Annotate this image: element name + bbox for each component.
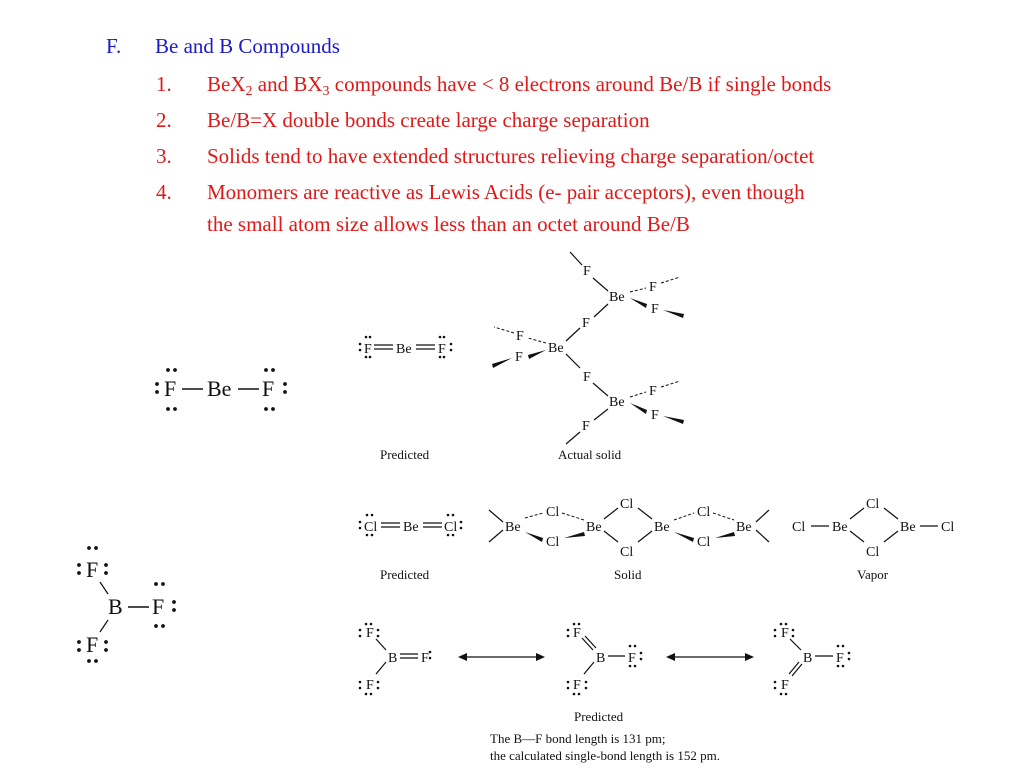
svg-text:Cl: Cl	[364, 520, 377, 535]
svg-text:Cl: Cl	[866, 497, 879, 512]
svg-text:Be: Be	[548, 341, 564, 356]
svg-text:F: F	[582, 316, 590, 331]
svg-text:Be: Be	[505, 520, 521, 535]
svg-text:F: F	[366, 626, 374, 641]
svg-text:F: F	[86, 557, 98, 582]
svg-text:Be: Be	[403, 520, 419, 535]
item-number: 1.	[156, 72, 172, 96]
svg-text:F: F	[421, 651, 429, 666]
svg-text:Cl: Cl	[620, 545, 633, 560]
svg-text:B: B	[388, 651, 397, 666]
svg-text:Be: Be	[207, 376, 231, 401]
svg-text:Be: Be	[609, 290, 625, 305]
caption-becl2-vapor: Vapor	[857, 567, 889, 582]
svg-text:B: B	[596, 651, 605, 666]
svg-text:Cl: Cl	[792, 520, 805, 535]
svg-text:F: F	[628, 651, 636, 666]
svg-text:Cl: Cl	[697, 535, 710, 550]
svg-text:F: F	[583, 264, 591, 279]
resonance-arrow-1	[458, 653, 545, 661]
item-text: BeX2 and BX3 compounds have < 8 electron…	[207, 72, 832, 99]
item-text: Be/B=X double bonds create large charge …	[207, 108, 650, 132]
bf3-resonance-1: F B F F	[358, 622, 432, 696]
caption-bef2-predicted: Predicted	[380, 447, 430, 462]
svg-text:Cl: Cl	[697, 505, 710, 520]
svg-text:F: F	[781, 626, 789, 641]
item-number: 3.	[156, 144, 172, 168]
bf3-bond-note-line1: The B—F bond length is 131 pm;	[490, 731, 666, 746]
svg-text:Be: Be	[900, 520, 916, 535]
svg-text:F: F	[152, 594, 164, 619]
svg-text:F: F	[573, 678, 581, 693]
svg-text:F: F	[649, 384, 657, 399]
svg-text:Cl: Cl	[620, 497, 633, 512]
caption-becl2-predicted: Predicted	[380, 567, 430, 582]
svg-text:F: F	[573, 626, 581, 641]
svg-text:Be: Be	[736, 520, 752, 535]
becl2-predicted-structure: Cl Be Cl	[358, 513, 463, 537]
svg-text:F: F	[836, 651, 844, 666]
bef2-lewis-structure: F Be F	[155, 368, 287, 411]
item-text: Solids tend to have extended structures …	[207, 144, 815, 168]
item-text-line2: the small atom size allows less than an …	[207, 212, 690, 236]
svg-text:Cl: Cl	[546, 535, 559, 550]
bf3-resonance-3: F B F F	[773, 622, 851, 696]
svg-text:Be: Be	[586, 520, 602, 535]
svg-text:Cl: Cl	[941, 520, 954, 535]
bf3-resonance-2: F B F F	[566, 622, 643, 696]
svg-text:F: F	[781, 678, 789, 693]
caption-bf3-predicted: Predicted	[574, 709, 624, 724]
svg-text:F: F	[438, 342, 446, 357]
heading-number: F.	[106, 34, 122, 58]
svg-text:Be: Be	[396, 342, 412, 357]
svg-text:Cl: Cl	[546, 505, 559, 520]
svg-text:Be: Be	[832, 520, 848, 535]
svg-text:F: F	[583, 370, 591, 385]
bf3-bond-note-line2: the calculated single-bond length is 152…	[490, 748, 720, 763]
resonance-arrow-2	[666, 653, 754, 661]
svg-text:F: F	[516, 329, 524, 344]
svg-text:B: B	[803, 651, 812, 666]
bef2-predicted-structure: F Be F	[358, 335, 453, 359]
bf3-lewis-structure: F B F F	[77, 546, 176, 663]
svg-text:F: F	[651, 302, 659, 317]
svg-text:F: F	[651, 408, 659, 423]
bef2-solid-structure: F Be F F F Be F F F Be F	[492, 251, 684, 445]
svg-text:Cl: Cl	[866, 545, 879, 560]
item-text-line1: Monomers are reactive as Lewis Acids (e-…	[207, 180, 805, 204]
svg-text:Be: Be	[654, 520, 670, 535]
svg-text:F: F	[515, 350, 523, 365]
caption-bef2-solid: Actual solid	[558, 447, 622, 462]
svg-text:F: F	[262, 376, 274, 401]
caption-becl2-solid: Solid	[614, 567, 642, 582]
svg-text:F: F	[86, 632, 98, 657]
heading-text: Be and B Compounds	[155, 34, 340, 58]
svg-text:F: F	[582, 419, 590, 434]
becl2-vapor-structure: Cl Be Cl Cl Be Cl	[792, 497, 954, 560]
svg-text:F: F	[364, 342, 372, 357]
svg-text:F: F	[366, 678, 374, 693]
item-number: 4.	[156, 180, 172, 204]
item-number: 2.	[156, 108, 172, 132]
svg-text:F: F	[649, 280, 657, 295]
svg-text:Be: Be	[609, 395, 625, 410]
svg-text:B: B	[108, 594, 123, 619]
svg-text:F: F	[164, 376, 176, 401]
becl2-solid-structure: Be Cl Cl Be Cl Cl Be Cl Cl Be	[488, 497, 770, 560]
svg-text:Cl: Cl	[444, 520, 457, 535]
